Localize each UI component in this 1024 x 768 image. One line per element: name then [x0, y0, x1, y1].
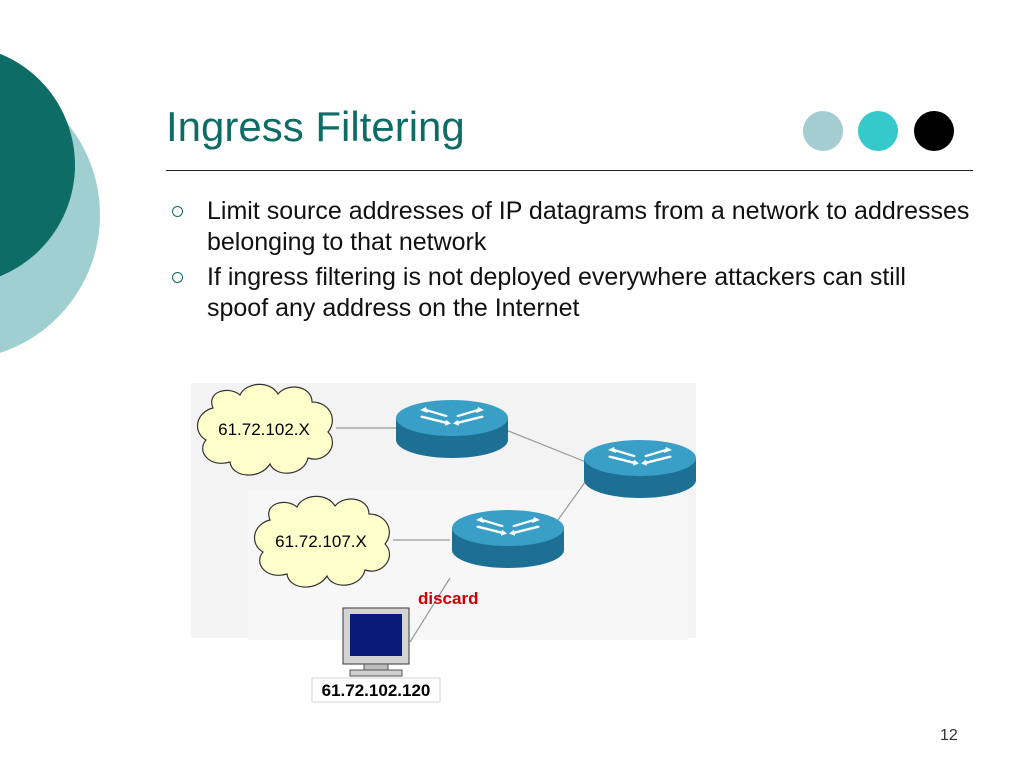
router-top — [396, 400, 508, 436]
link-host-router2 — [409, 577, 451, 643]
cloud-label: 61.72.107.X — [275, 532, 367, 551]
bullet-item: Limit source addresses of IP datagrams f… — [170, 196, 970, 258]
bullet-text: If ingress filtering is not deployed eve… — [207, 263, 906, 322]
discard-label: discard — [418, 589, 478, 608]
bullet-text: Limit source addresses of IP datagrams f… — [207, 197, 970, 256]
dark-teal-circle — [0, 53, 75, 277]
router-top — [452, 510, 564, 546]
router-3 — [584, 440, 696, 498]
decor-dot-light — [803, 111, 843, 151]
host-label-box — [311, 677, 441, 703]
cloud-label: 61.72.102.X — [218, 420, 310, 439]
router-1 — [396, 400, 508, 458]
page-number: 12 — [940, 727, 958, 744]
title-divider — [166, 170, 973, 171]
monitor-screen — [350, 614, 402, 656]
link-router2-router3 — [557, 477, 589, 521]
host-address-label: 61.72.102.120 — [322, 681, 431, 700]
network-diagram: 61.72.102.X 61.72.107.X discard 61.72.10… — [191, 383, 696, 703]
decorative-circles — [0, 53, 100, 353]
monitor-base — [349, 669, 403, 677]
network-cloud-1: 61.72.102.X — [196, 383, 334, 476]
host-computer — [342, 607, 410, 677]
router-2 — [452, 510, 564, 568]
decor-dot-black — [914, 111, 954, 151]
bullet-marker-icon — [172, 206, 183, 217]
link-router1-router3 — [505, 429, 587, 463]
bullet-item: If ingress filtering is not deployed eve… — [170, 262, 970, 324]
decor-dot-cyan — [858, 111, 898, 151]
slide-title: Ingress Filtering — [166, 103, 465, 150]
cloud-shape — [253, 495, 391, 588]
network-cloud-2: 61.72.107.X — [253, 495, 391, 588]
router-top — [584, 440, 696, 476]
cloud-shape — [196, 383, 334, 476]
bullet-marker-icon — [172, 272, 183, 283]
monitor-neck — [363, 663, 389, 671]
bullet-list: Limit source addresses of IP datagrams f… — [170, 196, 970, 328]
